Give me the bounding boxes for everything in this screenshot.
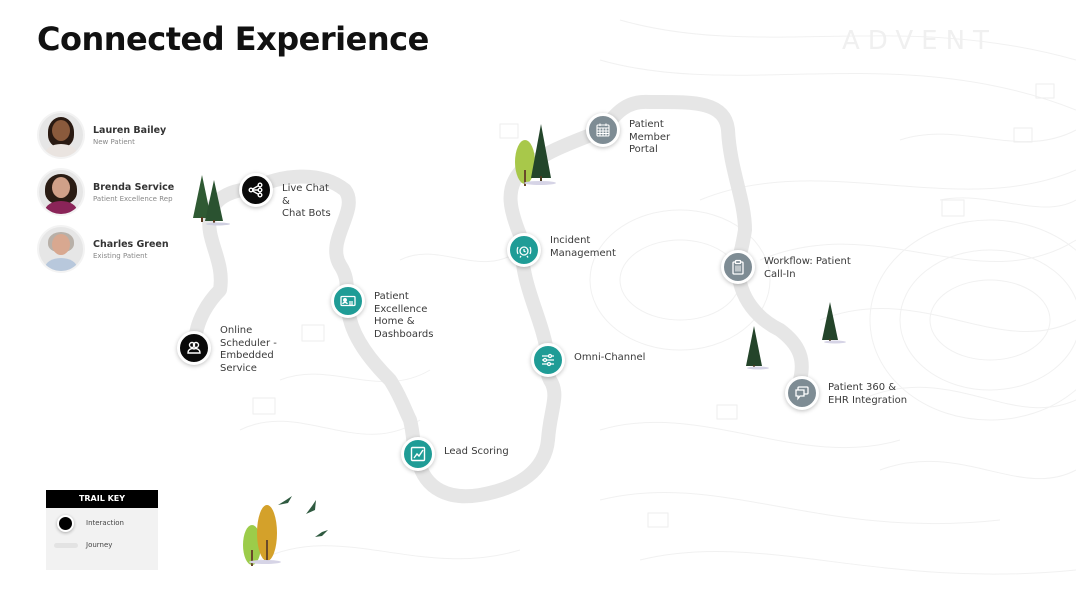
- trees-2: [515, 124, 556, 186]
- pine-trees-1: [193, 175, 230, 226]
- clipboard-icon: [721, 250, 755, 284]
- interaction-dot-icon: [57, 514, 74, 532]
- node-label: Patient Member Portal: [629, 119, 671, 155]
- node-online-scheduler[interactable]: Online Scheduler - Embedded Service: [177, 325, 277, 375]
- alarm-clock-icon: [507, 233, 541, 267]
- persona-role: Patient Excellence Rep: [93, 194, 173, 203]
- trail-key-header: TRAIL KEY: [46, 490, 158, 508]
- trail-key-legend: TRAIL KEY Interaction Journey: [46, 490, 158, 570]
- node-incident-management[interactable]: Incident Management: [507, 233, 616, 267]
- share-network-icon: [239, 173, 273, 207]
- node-label: Workflow: Patient Call-In: [764, 256, 851, 280]
- journey-trail: [188, 94, 809, 504]
- node-label: Patient 360 & EHR Integration: [828, 382, 908, 406]
- node-label: Online Scheduler - Embedded Service: [220, 325, 277, 374]
- legend-item-journey: Journey: [46, 534, 158, 556]
- node-omni-channel[interactable]: Omni-Channel: [531, 343, 645, 377]
- persona-charles-green: Charles Green Existing Patient: [39, 227, 169, 271]
- node-label: Incident Management: [550, 235, 616, 259]
- sliders-icon: [531, 343, 565, 377]
- node-patient-360-ehr[interactable]: Patient 360 & EHR Integration: [785, 376, 907, 410]
- autumn-trees: [243, 505, 281, 566]
- journey-line-icon: [54, 542, 78, 548]
- persona-name: Charles Green: [93, 238, 169, 250]
- legend-label: Journey: [86, 541, 113, 549]
- persona-name: Brenda Service: [93, 181, 175, 193]
- pine-tree-3: [746, 326, 769, 370]
- birds: [278, 496, 328, 537]
- node-label: Lead Scoring: [444, 446, 509, 457]
- chart-trend-icon: [401, 437, 435, 471]
- contour-lines: [239, 19, 1076, 575]
- page-title: Connected Experience: [37, 20, 429, 58]
- node-label: Omni-Channel: [574, 352, 646, 363]
- node-patient-excellence-home[interactable]: Patient Excellence Home & Dashboards: [331, 284, 433, 341]
- persona-name: Lauren Bailey: [93, 124, 167, 136]
- pine-tree-4: [822, 302, 846, 344]
- node-patient-member-portal[interactable]: Patient Member Portal: [586, 113, 670, 157]
- chat-bubbles-icon: [785, 376, 819, 410]
- legend-item-interaction: Interaction: [46, 512, 158, 534]
- calendar-icon: [586, 113, 620, 147]
- legend-label: Interaction: [86, 519, 124, 527]
- persona-brenda-service: Brenda Service Patient Excellence Rep: [39, 170, 174, 214]
- persona-lauren-bailey: Lauren Bailey New Patient: [39, 113, 166, 157]
- id-card-icon: [331, 284, 365, 318]
- advent-watermark-logo: ADVENT: [842, 26, 997, 56]
- node-label: Live Chat & Chat Bots: [282, 183, 331, 219]
- avatar: [39, 170, 83, 214]
- avatar: [39, 113, 83, 157]
- avatar: [39, 227, 83, 271]
- node-lead-scoring[interactable]: Lead Scoring: [401, 437, 509, 471]
- map-marker: [941, 199, 965, 217]
- persona-role: Existing Patient: [93, 251, 148, 260]
- node-live-chat[interactable]: Live Chat & Chat Bots: [239, 173, 331, 221]
- node-label: Patient Excellence Home & Dashboards: [374, 291, 434, 340]
- persona-role: New Patient: [93, 137, 135, 146]
- node-workflow-patient-call-in[interactable]: Workflow: Patient Call-In: [721, 250, 851, 284]
- people-group-icon: [177, 331, 211, 365]
